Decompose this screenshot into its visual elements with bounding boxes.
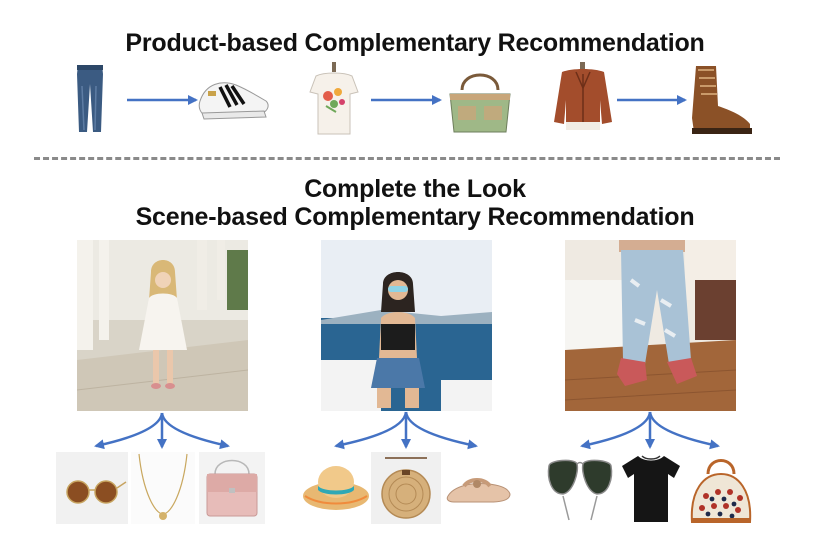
jeans-product-image <box>77 65 103 132</box>
leather-jacket-product-image <box>554 62 612 130</box>
round-sunglasses-item-image <box>56 452 128 524</box>
floral-top-product-image <box>309 62 359 135</box>
scene-2-arrows <box>334 411 478 450</box>
round-rattan-bag-item-image <box>371 452 441 524</box>
scene-1-image <box>77 240 248 411</box>
scene-3-image <box>565 240 736 411</box>
section-divider <box>34 157 780 160</box>
boots-product-image <box>692 66 752 134</box>
handbag-product-image <box>449 73 511 133</box>
scene-2-image <box>321 240 492 411</box>
dome-satchel-item-image <box>690 459 752 523</box>
black-tshirt-item-image <box>622 455 680 522</box>
sneakers-product-image <box>198 82 269 120</box>
scene-based-title: Scene-based Complementary Recommendation <box>135 203 695 231</box>
product-based-title: Product-based Complementary Recommendati… <box>125 29 705 57</box>
aviator-sunglasses-item-image <box>547 459 613 521</box>
scene-3-arrows <box>580 411 720 450</box>
straw-sun-hat-item-image <box>303 466 369 510</box>
pink-crossbody-bag-item-image <box>199 452 265 524</box>
scene-1-arrows <box>94 412 230 450</box>
complete-the-look-title: Complete the Look <box>304 175 526 203</box>
gold-necklace-item-image <box>131 452 195 524</box>
flat-sandals-item-image <box>446 478 511 503</box>
